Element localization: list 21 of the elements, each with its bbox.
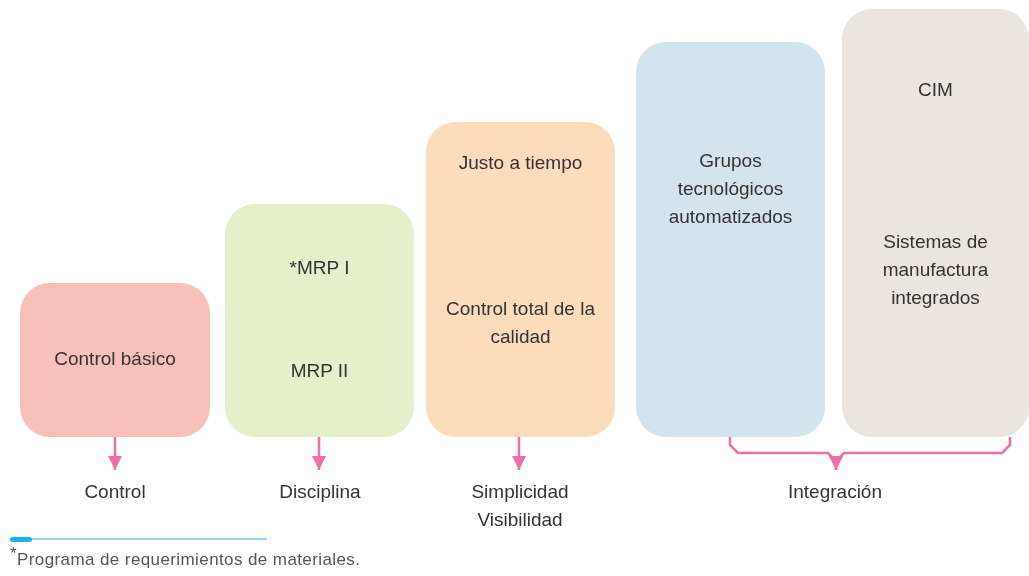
- box-text: Sistemas de manufactura integrados: [881, 230, 990, 310]
- box-text: Control total de la calidad: [445, 297, 596, 349]
- stage-box: [842, 9, 1029, 437]
- box-text: Control básico: [53, 347, 177, 371]
- arrow: [829, 437, 1012, 470]
- box-text: MRP II: [289, 359, 350, 383]
- stage-box: [636, 42, 825, 437]
- outcome-label: Integración: [787, 480, 883, 504]
- arrow: [108, 437, 122, 470]
- box-text: CIM: [917, 78, 954, 102]
- outcome-label: Simplicidad Visibilidad: [470, 480, 570, 532]
- stage-box: [426, 122, 615, 437]
- outcome-label: Control: [83, 480, 147, 504]
- stage-box: [20, 283, 210, 437]
- arrow: [512, 437, 526, 470]
- box-text: *MRP I: [288, 256, 351, 280]
- stage-box: [225, 204, 414, 437]
- box-text: Justo a tiempo: [457, 151, 584, 175]
- arrow: [312, 437, 326, 470]
- outcome-label: Disciplina: [278, 480, 362, 504]
- box-text: Grupos tecnológicos automatizados: [667, 149, 794, 229]
